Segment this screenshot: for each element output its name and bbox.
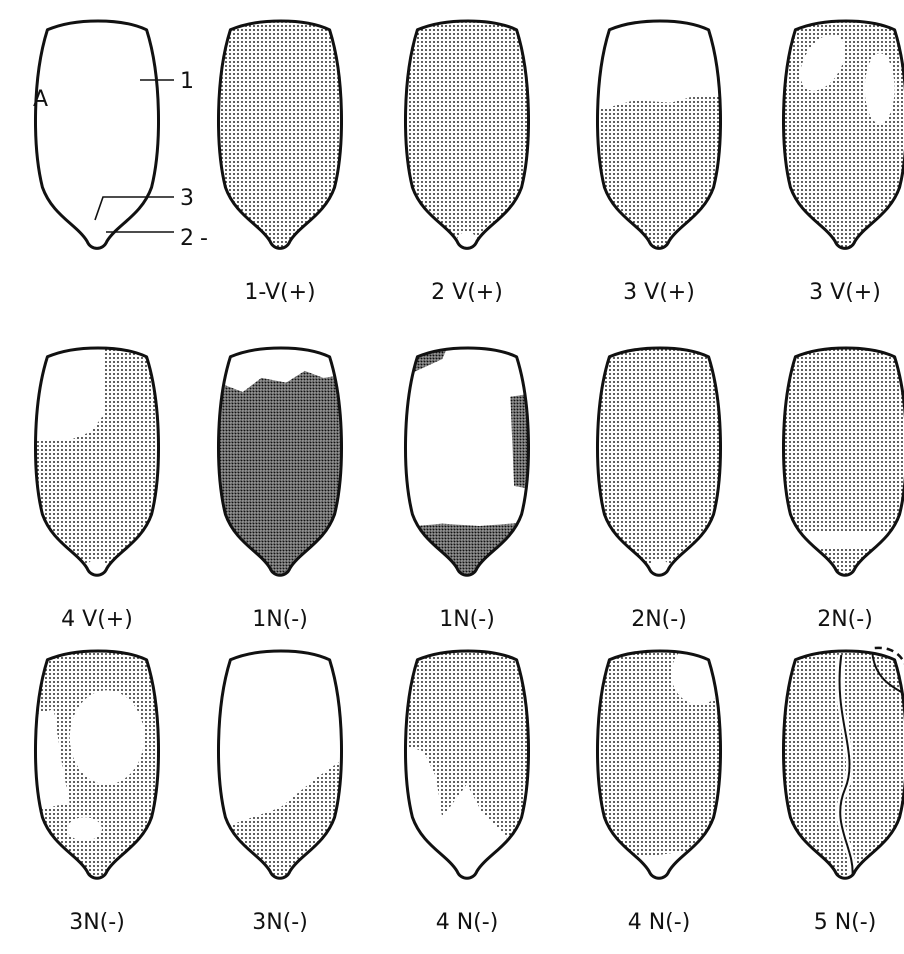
kernel-label: 1-V(+) [244,280,315,305]
kernel-label: 1N(-) [252,607,308,632]
callout-1-label: 1 [180,69,194,94]
callout-2-label: 2 [180,226,194,251]
kernel-label: 1N(-) [439,607,495,632]
dotted-wedge [218,751,354,906]
kernel-4: 3 V(+) [585,0,734,305]
kernel-2: 1-V(+) [213,13,347,305]
callout-2-mark: - [200,226,208,251]
kernel-fill [778,340,904,585]
kernel-13: 4 N(-) [393,643,534,935]
white-patch [865,53,895,124]
kernel-label: 3 V(+) [809,280,881,305]
kernel-label: 5 N(-) [814,910,877,935]
dark-base-band [393,521,542,603]
kernel-label: 2N(-) [817,607,873,632]
white-upper-left [23,322,104,440]
kernel-fill [592,340,726,585]
kernel-grid: 1-V(+) 2 V(+) 3 V(+) 3 V(+) 4 V(+) 1N(-) 1N(-)… [23,0,904,935]
kernel-6: 4 V(+) [23,322,164,633]
kernel-label: 3 V(+) [623,280,695,305]
kernel-label: 2 V(+) [431,280,503,305]
kernel-15: 5 N(-) [778,643,904,935]
kernel-fill [400,13,534,258]
kernel-11: 3N(-) [23,643,164,935]
kernel-label: 4 V(+) [61,607,133,632]
kernel-label: 2N(-) [631,607,687,632]
kernel-7: 1N(-) [206,322,355,633]
callout-3-label: 3 [180,186,194,211]
kernel-8: 1N(-) [393,345,542,632]
white-tip [86,559,107,580]
kernel-3: 2 V(+) [400,13,534,305]
white-tip [648,559,669,580]
kernel-label: 3N(-) [69,910,125,935]
kernel-10: 2N(-) [771,340,904,632]
kernel-label: 4 N(-) [628,910,691,935]
kernel-12: 3N(-) [218,651,354,935]
white-blob [70,690,144,784]
kernel-9: 2N(-) [592,340,726,632]
kernel-label: 4 N(-) [436,910,499,935]
white-crown [585,0,734,107]
white-blob [67,817,102,841]
kernel-label: 3N(-) [252,910,308,935]
kernel-fill [213,13,347,258]
kernel-5: 3 V(+) [778,13,904,305]
kernel-14: 4 N(-) [592,643,726,935]
callout-3-leader [95,197,174,220]
